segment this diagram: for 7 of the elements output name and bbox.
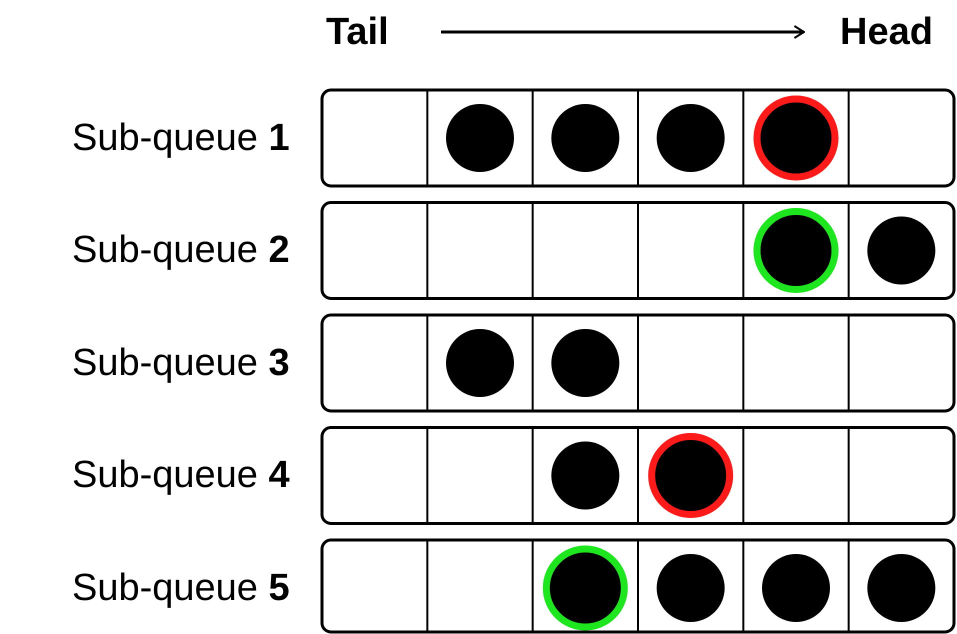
sub-queue-label: Sub-queue 4: [72, 454, 290, 497]
tail-label: Tail: [326, 10, 389, 54]
head-label: Head: [840, 10, 933, 54]
sub-queue-label: Sub-queue 1: [72, 116, 290, 160]
sub-queue-label: Sub-queue 5: [72, 566, 290, 610]
sub-queue-label: Sub-queue 3: [72, 342, 290, 384]
sub-queue-label: Sub-queue 2: [72, 229, 290, 272]
